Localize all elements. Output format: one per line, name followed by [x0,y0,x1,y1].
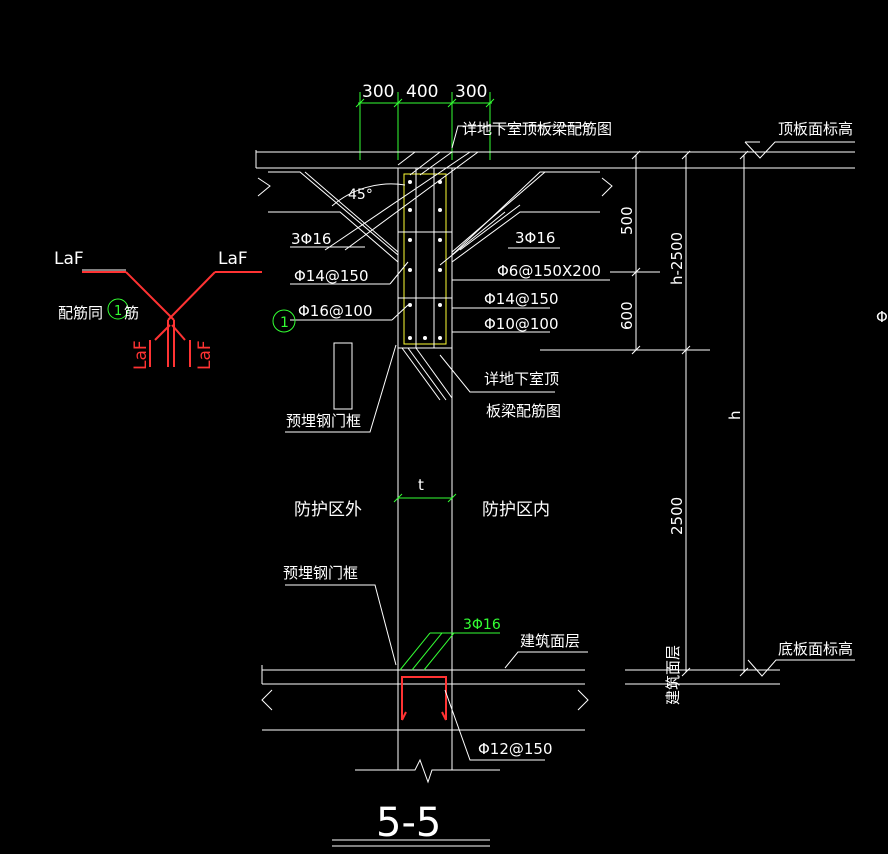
marker-1: 1 [280,315,289,331]
dim-t: t [418,476,424,494]
top-elevation-symbol: 顶板面标高 [744,120,855,159]
top-slab [255,150,855,263]
legend-laf-3: LaF [131,340,151,370]
bottom-rebar: 3Φ16 Φ12@150 [399,617,553,761]
label-top-slab-elev: 顶板面标高 [778,120,853,138]
label-inside: 防护区内 [482,500,550,520]
rebar-labels-right: 3Φ16 Φ6@150X200 Φ14@150 Φ10@100 [452,229,610,333]
right-dimensions: 500 600 h-2500 h 2500 [540,150,749,677]
label-3phi16-left: 3Φ16 [291,230,331,248]
section-title: 5-5 [332,800,490,847]
legend-marker: 1 [114,304,122,319]
legend-text-a: 配筋同 [58,304,103,322]
bottom-slab [261,665,780,784]
dim-600: 600 [618,301,636,330]
label-edge-symbol: Φ [876,308,888,326]
legend-laf-2: LaF [218,249,248,269]
label-phi12-150: Φ12@150 [478,740,553,758]
rebar-labels-left: 3Φ16 Φ14@150 1 Φ16@100 [272,230,409,333]
bottom-elevation-symbol: 底板面标高 建筑面层 [664,640,855,705]
label-3phi16-bottom: 3Φ16 [463,617,501,633]
thickness-dimension: t [393,476,457,503]
legend-text-b: 筋 [124,304,139,322]
label-phi6: Φ6@150X200 [497,262,601,280]
title-5-5: 5-5 [376,800,441,846]
label-phi14-150-right: Φ14@150 [484,290,559,308]
label-embed-frame-bottom: 预埋钢门框 [283,564,358,582]
label-detail-mid-2: 板梁配筋图 [486,402,561,420]
dim-500: 500 [618,206,636,235]
dim-400: 400 [406,82,438,102]
dim-300-right: 300 [455,82,487,102]
label-phi16-100: Φ16@100 [298,302,373,320]
label-embed-frame-top: 预埋钢门框 [286,412,361,430]
top-dimension-chain: 300 400 300 [355,82,495,160]
label-finish-vertical: 建筑面层 [664,645,682,705]
diagonal-bars [304,151,546,266]
label-phi14-150-left: Φ14@150 [294,267,369,285]
legend-laf-1: LaF [54,249,84,269]
label-angle: 45° [348,187,373,203]
label-bottom-slab-elev: 底板面标高 [778,640,853,658]
laf-legend: LaF LaF LaF LaF 配筋同 1 筋 [54,249,262,370]
label-detail-mid-1: 详地下室顶 [484,370,559,388]
dim-h-2500: h-2500 [668,232,686,285]
legend-laf-4: LaF [195,340,215,370]
label-detail-top: 详地下室顶板梁配筋图 [462,120,612,138]
dim-h: h [726,410,744,420]
dim-300-left: 300 [362,82,394,102]
label-outside: 防护区外 [294,500,362,520]
dim-2500: 2500 [668,497,686,535]
label-3phi16-right: 3Φ16 [515,229,555,247]
lintel-beam [397,167,453,349]
label-finish-layer: 建筑面层 [520,632,580,650]
wall: 详地下室顶 板梁配筋图 预埋钢门框 [285,342,561,770]
label-phi10-100: Φ10@100 [484,315,559,333]
